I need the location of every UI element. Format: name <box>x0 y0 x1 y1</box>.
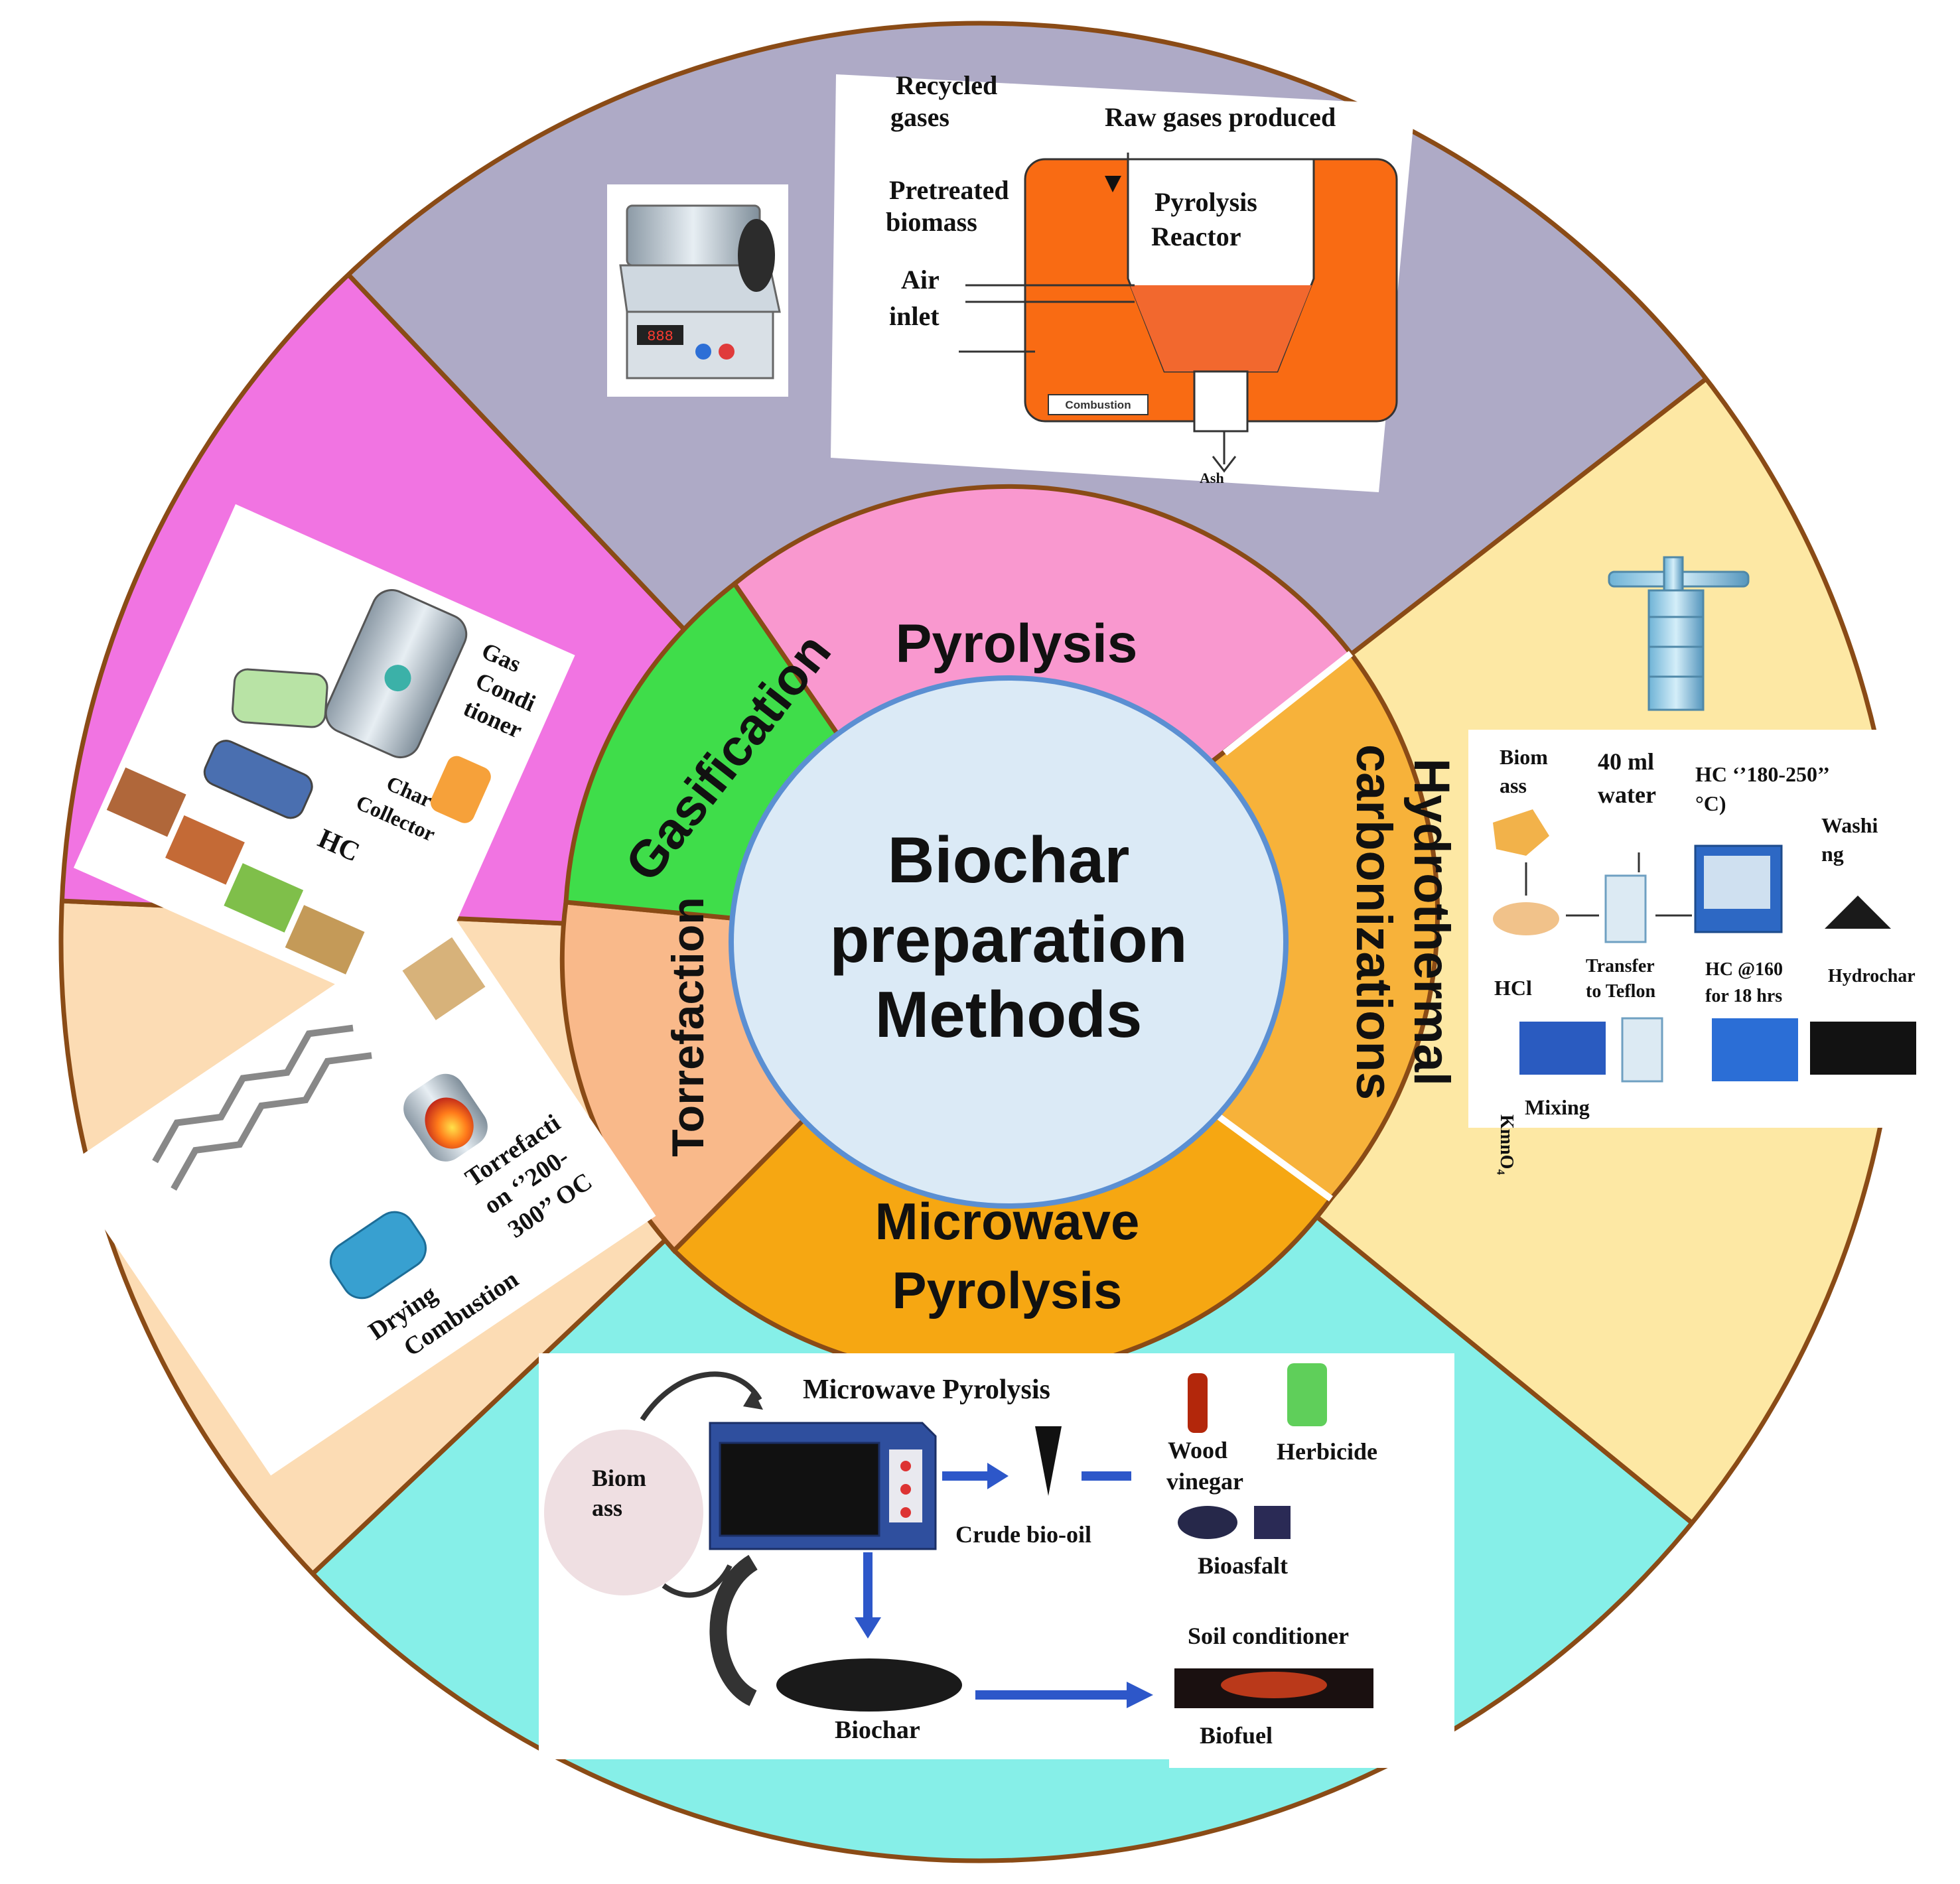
herbicide-label: Herbicide <box>1277 1438 1377 1465</box>
autoclave-icon <box>1608 556 1750 711</box>
center-title-line3: Methods <box>875 978 1143 1051</box>
bioasfalt-label: Bioasfalt <box>1198 1552 1288 1579</box>
gasifier-equipment-icon <box>106 589 491 975</box>
center-title-line1: Biochar <box>888 823 1130 896</box>
mw-biomass-1: Biom <box>592 1465 646 1491</box>
air-inlet-2: inlet <box>889 301 940 331</box>
label-microwave-line1: Microwave <box>875 1192 1140 1250</box>
mixing-label: Mixing <box>1525 1095 1590 1119</box>
torrefaction-illustration: Torrefacti on ‘’200- 300’’ OC Drying Com… <box>63 908 656 1476</box>
recycled-gases-1: Recycled <box>896 70 997 100</box>
mw-biochar-label: Biochar <box>835 1716 920 1744</box>
transfer-2: to Teflon <box>1586 981 1655 1002</box>
svg-text:888: 888 <box>647 328 673 345</box>
hydrothermal-process-icons <box>1493 809 1916 1083</box>
mw-biomass-2: ass <box>592 1495 622 1521</box>
ash-label: Ash <box>1200 470 1224 486</box>
center-hub: Biochar preparation Methods <box>729 675 1289 1209</box>
washing-2: ng <box>1821 842 1844 866</box>
pretreated-2: biomass <box>886 207 977 237</box>
hydrothermal-illustration: Biom ass 40 ml water HC ‘’180-250’’ °C) … <box>1468 556 1946 1175</box>
reactor-2: Reactor <box>1151 222 1241 251</box>
hydro-biomass-2: ass <box>1500 774 1527 797</box>
pretreated-1: Pretreated <box>889 175 1009 205</box>
absorber-arc-icon <box>709 1554 758 1706</box>
wood-vinegar-1: Wood <box>1168 1437 1227 1463</box>
hcl-label: HCl <box>1494 976 1532 1000</box>
water-2: water <box>1598 781 1656 808</box>
soil-conditioner-label: Soil conditioner <box>1188 1623 1349 1649</box>
label-torrefaction: Torrefaction <box>663 897 713 1157</box>
hc-temp-2: °C) <box>1695 791 1726 815</box>
hydro-biomass-1: Biom <box>1500 745 1548 769</box>
lab-furnace-icon: 888 <box>619 204 781 379</box>
hydrochar-label: Hydrochar <box>1828 966 1916 986</box>
label-hydrothermal-line1: Hydrothermal <box>1403 758 1460 1086</box>
hc-time-2: for 18 hrs <box>1705 986 1782 1006</box>
torrefaction-equipment-icon <box>152 937 488 1300</box>
center-title-line2: preparation <box>829 903 1187 976</box>
label-pyrolysis: Pyrolysis <box>896 614 1138 674</box>
biomass-bubble <box>544 1430 703 1595</box>
biofuel-label: Biofuel <box>1200 1722 1273 1749</box>
reactor-1: Pyrolysis <box>1155 187 1257 217</box>
biochar-pile-icon <box>776 1658 962 1712</box>
microwave-illustration: Microwave Pyrolysis Biom ass Crude bio-o… <box>539 1353 1454 1768</box>
gasification-illustration: Gas Condi tioner Char Collector HC <box>73 504 575 1019</box>
hc-time-1: HC @160 <box>1705 959 1783 980</box>
hc-temp-1: HC ‘’180-250’’ <box>1695 762 1830 786</box>
pyrolysis-illustration: 888 Combustion Recycled gases Raw gases … <box>607 70 1415 492</box>
kmno4-label: KmnO₄ <box>1496 1114 1517 1175</box>
recycled-gases-2: gases <box>890 102 949 132</box>
crude-bio-oil: Crude bio-oil <box>955 1521 1091 1548</box>
microwave-oven-icon <box>709 1422 937 1550</box>
transfer-1: Transfer <box>1586 956 1655 976</box>
wood-vinegar-2: vinegar <box>1166 1468 1243 1495</box>
washing-1: Washi <box>1821 813 1878 837</box>
label-microwave-line2: Pyrolysis <box>892 1261 1123 1319</box>
label-hydrothermal-line2: carbonizations <box>1346 744 1402 1100</box>
pyrolysis-reactor-schematic: Combustion <box>959 153 1398 473</box>
water-1: 40 ml <box>1598 748 1654 775</box>
microwave-title: Microwave Pyrolysis <box>803 1375 1050 1405</box>
air-inlet-1: Air <box>901 265 940 295</box>
raw-gases-label: Raw gases produced <box>1105 102 1336 132</box>
combustion-label: Combustion <box>1065 399 1131 411</box>
